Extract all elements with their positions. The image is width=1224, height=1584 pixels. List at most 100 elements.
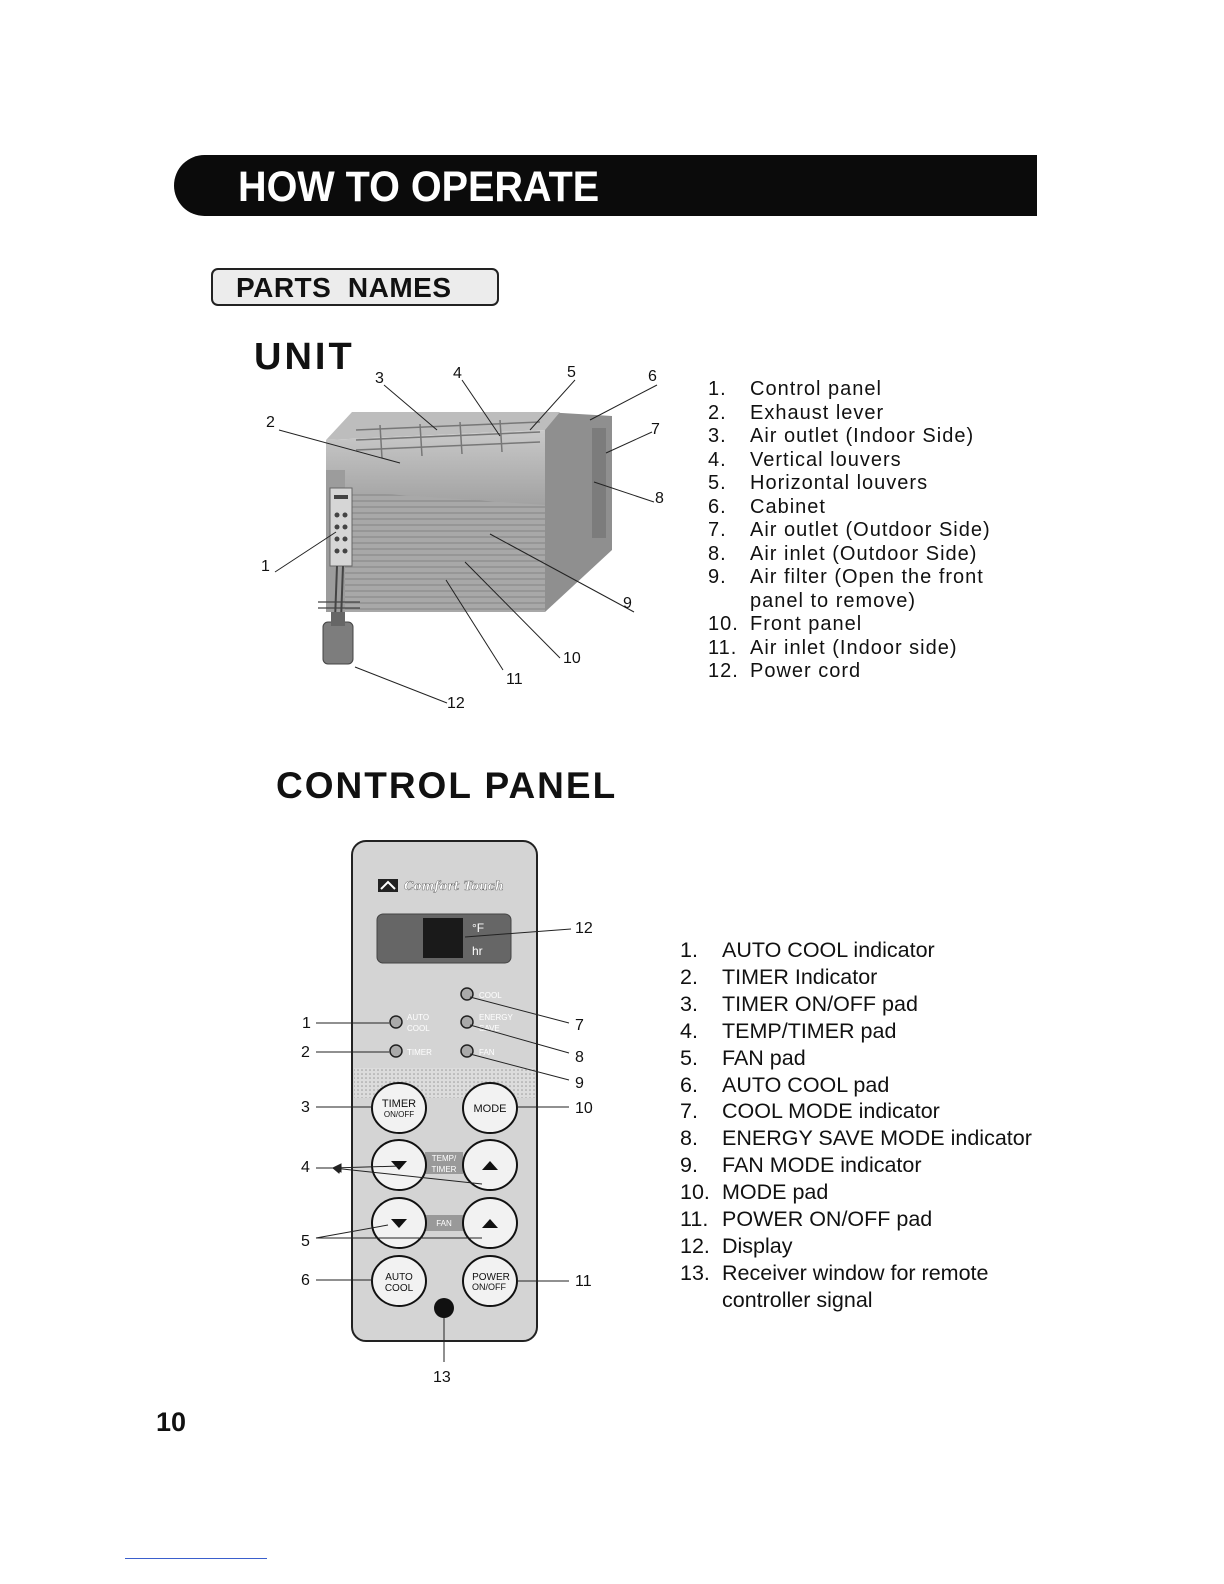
list-item: 2.Exhaust lever [708, 401, 885, 424]
list-item: 3.TIMER ON/OFF pad [680, 991, 918, 1016]
svg-text:COOL: COOL [479, 991, 502, 1000]
list-item: controller signal [722, 1287, 873, 1312]
svg-text:AUTO: AUTO [385, 1272, 413, 1283]
svg-text:3: 3 [375, 370, 384, 387]
svg-text:POWER: POWER [472, 1272, 510, 1283]
svg-text:TEMP/: TEMP/ [432, 1154, 457, 1163]
list-item: 12.Display [680, 1233, 793, 1258]
arrow-down-icon [391, 1219, 407, 1228]
svg-text:MODE: MODE [474, 1103, 507, 1115]
list-item: 8.Air inlet (Outdoor Side) [708, 542, 978, 565]
svg-text:12: 12 [447, 695, 465, 712]
section-title-box [211, 268, 499, 306]
control-panel-parts-list: 1.AUTO COOL indicator 2.TIMER Indicator … [680, 937, 1052, 1314]
list-item: 9.Air filter (Open the front [708, 566, 984, 588]
svg-text:8: 8 [655, 490, 664, 507]
svg-text:COOL: COOL [407, 1024, 430, 1033]
control-panel-illustration: Comfort Touch °F hr COOL AUTO COOL ENERG… [351, 840, 538, 1342]
list-item: 13.Receiver window for remote [680, 1260, 989, 1285]
list-item: 8.ENERGY SAVE MODE indicator [680, 1126, 1032, 1151]
svg-text:9: 9 [623, 595, 632, 612]
unit-control-panel [329, 487, 353, 567]
list-item: 1.AUTO COOL indicator [680, 938, 935, 962]
list-item: 9.FAN MODE indicator [680, 1153, 922, 1178]
list-item: 5.Horizontal louvers [708, 472, 929, 494]
energy-save-indicator-led [460, 1015, 474, 1029]
arrow-up-icon [482, 1219, 498, 1228]
svg-text:6: 6 [301, 1272, 310, 1289]
svg-text:12: 12 [575, 920, 593, 937]
display-unit-f: °F [472, 921, 484, 935]
svg-text:8: 8 [575, 1049, 584, 1066]
timer-indicator-led [389, 1044, 403, 1058]
control-panel-callout-numbers: 1 2 3 4 5 6 7 8 9 10 11 12 13 [301, 920, 593, 1386]
svg-text:TIMER: TIMER [382, 1098, 416, 1110]
svg-text:SAVE: SAVE [479, 1024, 500, 1033]
svg-text:9: 9 [575, 1075, 584, 1092]
list-item: 1.Control panel [708, 378, 882, 400]
svg-text:5: 5 [301, 1233, 310, 1250]
list-item: panel to remove) [750, 589, 917, 612]
display-unit-hr: hr [472, 944, 483, 958]
header-band [174, 155, 1037, 216]
timer-on-off-pad[interactable] [371, 1082, 427, 1134]
list-item: 6.AUTO COOL pad [680, 1072, 890, 1097]
svg-text:5: 5 [567, 364, 576, 381]
svg-text:7: 7 [651, 421, 660, 438]
svg-text:11: 11 [575, 1273, 592, 1290]
svg-text:13: 13 [433, 1369, 451, 1386]
page-number: 10 [156, 1407, 187, 1437]
unit-parts-list: 1.Control panel 2.Exhaust lever 3.Air ou… [708, 378, 1010, 684]
list-item: 4.Vertical louvers [708, 448, 902, 471]
list-item: 6.Cabinet [708, 495, 826, 518]
svg-text:4: 4 [301, 1159, 310, 1176]
page-title: HOW TO OPERATE [238, 163, 600, 211]
brand-logo-icon [378, 879, 398, 892]
brand-name: Comfort Touch [404, 879, 504, 893]
svg-text:COOL: COOL [385, 1283, 414, 1294]
svg-text:6: 6 [648, 368, 657, 385]
list-item: 7.COOL MODE indicator [680, 1099, 940, 1124]
svg-text:FAN: FAN [436, 1219, 452, 1228]
list-item: 12.Power cord [708, 660, 862, 682]
list-item: 10.Front panel [708, 613, 863, 635]
unit-callout-numbers: 1 2 3 4 5 6 7 8 9 10 11 12 [261, 364, 664, 712]
svg-text:1: 1 [261, 558, 270, 575]
svg-text:1: 1 [302, 1015, 311, 1032]
display-digits [423, 918, 463, 958]
svg-text:7: 7 [575, 1017, 584, 1034]
unit-heading: UNIT [254, 336, 355, 378]
svg-text:4: 4 [453, 365, 462, 382]
svg-text:AUTO: AUTO [407, 1013, 429, 1022]
svg-text:10: 10 [575, 1100, 593, 1117]
section-title: PARTS NAMES [236, 272, 452, 303]
svg-text:3: 3 [301, 1099, 310, 1116]
list-item: 11.Air inlet (Indoor side) [708, 636, 958, 659]
control-panel-heading: CONTROL PANEL [276, 765, 618, 806]
svg-text:2: 2 [266, 414, 275, 431]
front-panel-grille [326, 490, 545, 612]
arrow-down-icon [391, 1161, 407, 1170]
fan-indicator-led [460, 1044, 474, 1058]
svg-text:TIMER: TIMER [432, 1165, 457, 1174]
list-item: 3.Air outlet (Indoor Side) [708, 425, 975, 447]
list-item: 10.MODE pad [680, 1180, 829, 1205]
auto-cool-pad[interactable] [371, 1255, 427, 1307]
svg-text:ENERGY: ENERGY [479, 1013, 513, 1022]
svg-text:10: 10 [563, 650, 581, 667]
cool-indicator-led [460, 987, 474, 1001]
power-plug [322, 621, 354, 665]
list-item: 4.TEMP/TIMER pad [680, 1018, 897, 1043]
receiver-window [434, 1298, 454, 1318]
svg-text:2: 2 [301, 1044, 310, 1061]
list-item: 5.FAN pad [680, 1045, 806, 1070]
list-item: 11.POWER ON/OFF pad [680, 1207, 933, 1232]
mode-pad[interactable] [462, 1082, 518, 1134]
svg-text:FAN: FAN [479, 1048, 495, 1057]
svg-text:ON/OFF: ON/OFF [472, 1282, 506, 1292]
auto-cool-indicator-led [389, 1015, 403, 1029]
svg-text:ON/OFF: ON/OFF [384, 1110, 414, 1119]
svg-text:11: 11 [506, 671, 523, 688]
arrow-up-icon [482, 1161, 498, 1170]
